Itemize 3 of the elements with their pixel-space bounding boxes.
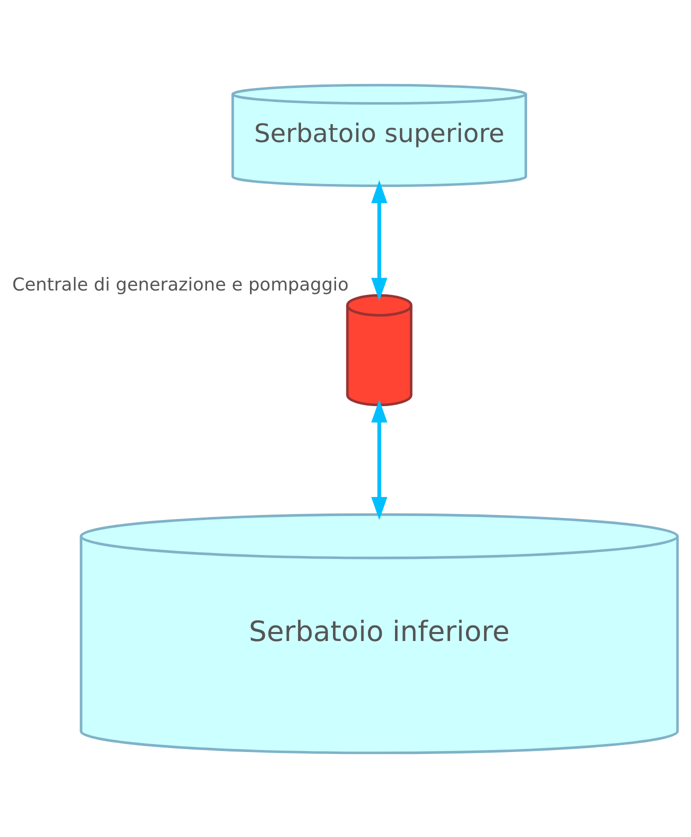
arrow [371, 180, 388, 300]
arrow [371, 399, 388, 520]
node-label: Centrale di generazione e pompaggio [12, 274, 349, 296]
